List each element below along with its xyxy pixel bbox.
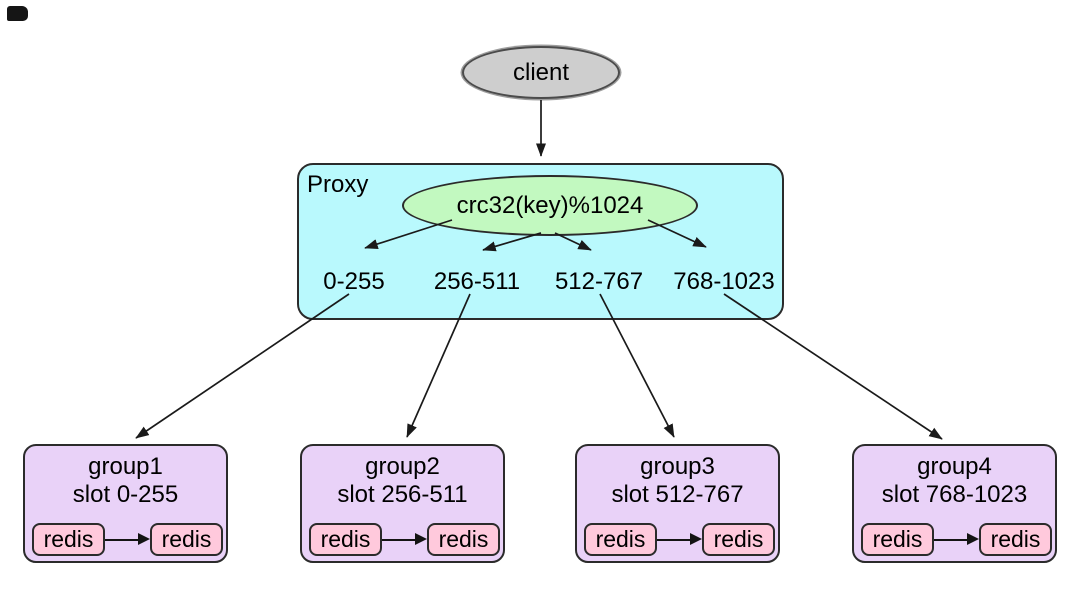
client-label: client — [512, 58, 570, 86]
group3-redis-master: redis — [584, 523, 657, 556]
client-node: client — [462, 46, 620, 99]
group4-slot-range: slot 768-1023 — [881, 481, 1028, 508]
group1-replication-arrow-line — [105, 538, 139, 541]
group2-replication-arrow-head — [415, 533, 427, 545]
group1-replication-arrow-head — [138, 533, 150, 545]
group2-box: group2 slot 256-511 redis redis — [300, 444, 505, 563]
group4-name: group4 — [917, 453, 992, 480]
group4-redis-master: redis — [861, 523, 934, 556]
group3-box: group3 slot 512-767 redis redis — [575, 444, 780, 563]
group4-box: group4 slot 768-1023 redis redis — [852, 444, 1057, 563]
group1-slot-range: slot 0-255 — [72, 481, 179, 508]
group3-replication-arrow-head — [690, 533, 702, 545]
proxy-box: Proxy crc32(key)%1024 0-255 256-511 512-… — [297, 163, 784, 320]
group2-redis-master: redis — [309, 523, 382, 556]
corner-artifact — [7, 6, 28, 21]
group3-slot-range: slot 512-767 — [611, 481, 744, 508]
group3-redis-replica: redis — [702, 523, 775, 556]
slot-range-label-4: 768-1023 — [673, 268, 775, 295]
proxy-label: Proxy — [307, 171, 369, 198]
group2-name: group2 — [365, 453, 440, 480]
group1-name: group1 — [88, 453, 163, 480]
group1-redis-replica: redis — [150, 523, 223, 556]
group2-slot-range: slot 256-511 — [337, 481, 468, 508]
group4-replication-arrow-head — [967, 533, 979, 545]
group2-replication-arrow-line — [382, 538, 416, 541]
group4-redis-replica: redis — [979, 523, 1052, 556]
slot-range-label-1: 0-255 — [323, 268, 385, 295]
hash-function-label: crc32(key)%1024 — [456, 191, 644, 219]
group1-box: group1 slot 0-255 redis redis — [23, 444, 228, 563]
group2-redis-replica: redis — [427, 523, 500, 556]
slot-range-label-3: 512-767 — [554, 268, 644, 295]
hash-function-node: crc32(key)%1024 — [402, 175, 698, 236]
group1-redis-master: redis — [32, 523, 105, 556]
group3-replication-arrow-line — [657, 538, 691, 541]
slot-range-label-2: 256-511 — [433, 268, 521, 295]
group4-replication-arrow-line — [934, 538, 968, 541]
group3-name: group3 — [640, 453, 715, 480]
